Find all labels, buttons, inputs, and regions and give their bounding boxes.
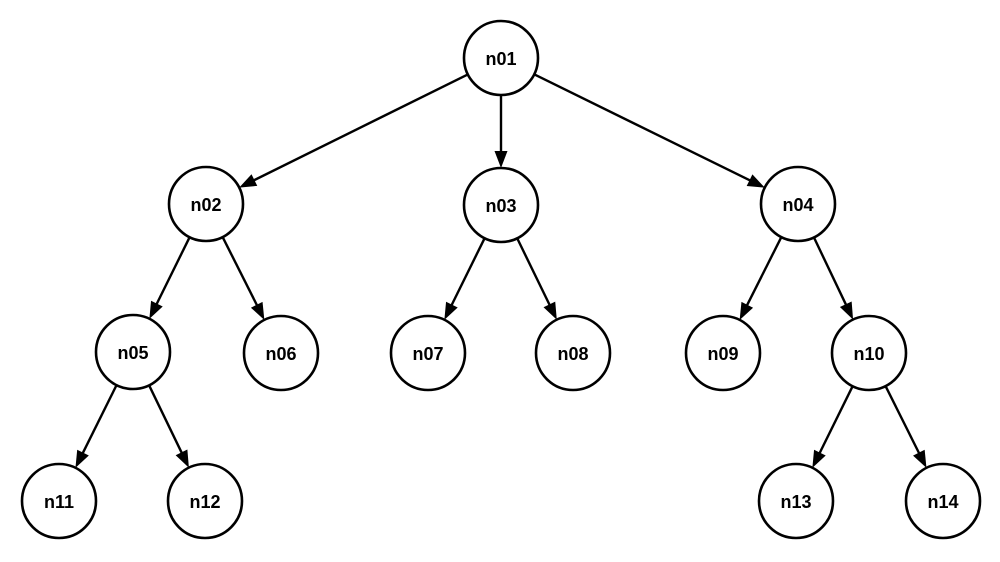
edge-n03-to-n08 bbox=[516, 237, 557, 320]
graph-node-n13[interactable]: n13 bbox=[757, 462, 835, 540]
graph-node-n01[interactable]: n01 bbox=[462, 19, 540, 97]
edge-line bbox=[449, 237, 486, 307]
edge-line bbox=[154, 236, 191, 306]
edge-n10-to-n14 bbox=[884, 385, 927, 468]
node-circle[interactable] bbox=[462, 19, 540, 97]
edge-n02-to-n06 bbox=[221, 236, 265, 320]
edge-line bbox=[148, 384, 184, 455]
node-layer: n01 n02 n03 n04 n05 n06 n07 n08 n09 n10 n11 n12 n13 n… bbox=[20, 19, 982, 540]
node-circle[interactable] bbox=[830, 314, 908, 392]
edge-layer bbox=[75, 73, 927, 468]
node-label: n09 bbox=[707, 344, 738, 364]
node-circle[interactable] bbox=[20, 462, 98, 540]
edge-n05-to-n12 bbox=[148, 384, 189, 468]
node-circle[interactable] bbox=[389, 314, 467, 392]
edge-n04-to-n10 bbox=[812, 236, 854, 320]
node-circle[interactable] bbox=[684, 314, 762, 392]
node-label: n08 bbox=[557, 344, 588, 364]
arrowhead-icon bbox=[839, 301, 854, 320]
node-label: n06 bbox=[265, 344, 296, 364]
node-label: n14 bbox=[927, 492, 958, 512]
edge-line bbox=[81, 384, 118, 455]
node-label: n02 bbox=[190, 195, 221, 215]
node-circle[interactable] bbox=[94, 313, 172, 391]
node-label: n11 bbox=[44, 492, 74, 512]
edge-line bbox=[812, 236, 848, 307]
edge-line bbox=[817, 385, 854, 455]
node-label: n12 bbox=[189, 492, 220, 512]
edge-n02-to-n05 bbox=[149, 236, 191, 319]
edge-line bbox=[221, 236, 259, 308]
arrowhead-icon bbox=[149, 300, 163, 319]
edge-n05-to-n11 bbox=[75, 384, 118, 468]
arrowhead-icon bbox=[543, 301, 557, 320]
node-label: n07 bbox=[412, 344, 443, 364]
edge-n01-to-n02 bbox=[239, 73, 469, 188]
arrowhead-icon bbox=[913, 449, 927, 468]
edge-n01-to-n03 bbox=[494, 95, 508, 168]
graph-node-n12[interactable]: n12 bbox=[166, 462, 244, 540]
edge-line bbox=[884, 385, 921, 456]
node-circle[interactable] bbox=[462, 166, 540, 244]
edge-line bbox=[745, 236, 783, 308]
graph-node-n06[interactable]: n06 bbox=[242, 314, 320, 392]
node-label: n04 bbox=[782, 195, 813, 215]
arrowhead-icon bbox=[444, 301, 458, 320]
edge-line bbox=[516, 237, 552, 307]
node-label: n05 bbox=[117, 343, 148, 363]
arrowhead-icon bbox=[239, 174, 258, 188]
node-circle[interactable] bbox=[757, 462, 835, 540]
node-circle[interactable] bbox=[759, 165, 837, 243]
node-label: n01 bbox=[485, 49, 516, 69]
node-label: n10 bbox=[853, 344, 884, 364]
graph-node-n05[interactable]: n05 bbox=[94, 313, 172, 391]
arrowhead-icon bbox=[494, 151, 508, 168]
node-circle[interactable] bbox=[534, 314, 612, 392]
arrowhead-icon bbox=[175, 449, 189, 468]
arrowhead-icon bbox=[746, 174, 765, 188]
node-label: n03 bbox=[485, 196, 516, 216]
graph-node-n07[interactable]: n07 bbox=[389, 314, 467, 392]
graph-node-n02[interactable]: n02 bbox=[167, 165, 245, 243]
edge-n10-to-n13 bbox=[812, 385, 854, 468]
graph-node-n08[interactable]: n08 bbox=[534, 314, 612, 392]
arrowhead-icon bbox=[75, 449, 89, 468]
node-circle[interactable] bbox=[167, 165, 245, 243]
graph-node-n04[interactable]: n04 bbox=[759, 165, 837, 243]
graph-node-n10[interactable]: n10 bbox=[830, 314, 908, 392]
graph-node-n09[interactable]: n09 bbox=[684, 314, 762, 392]
node-circle[interactable] bbox=[904, 462, 982, 540]
edge-line bbox=[252, 73, 469, 183]
arrowhead-icon bbox=[250, 301, 265, 320]
graph-node-n03[interactable]: n03 bbox=[462, 166, 540, 244]
edge-n03-to-n07 bbox=[444, 237, 486, 320]
edge-line bbox=[533, 73, 752, 183]
arrowhead-icon bbox=[739, 301, 754, 320]
edge-n01-to-n04 bbox=[533, 73, 765, 188]
node-circle[interactable] bbox=[166, 462, 244, 540]
arrowhead-icon bbox=[812, 449, 826, 468]
graph-node-n11[interactable]: n11 bbox=[20, 462, 98, 540]
node-circle[interactable] bbox=[242, 314, 320, 392]
edge-n04-to-n09 bbox=[739, 236, 783, 320]
graph-node-n14[interactable]: n14 bbox=[904, 462, 982, 540]
node-label: n13 bbox=[780, 492, 811, 512]
